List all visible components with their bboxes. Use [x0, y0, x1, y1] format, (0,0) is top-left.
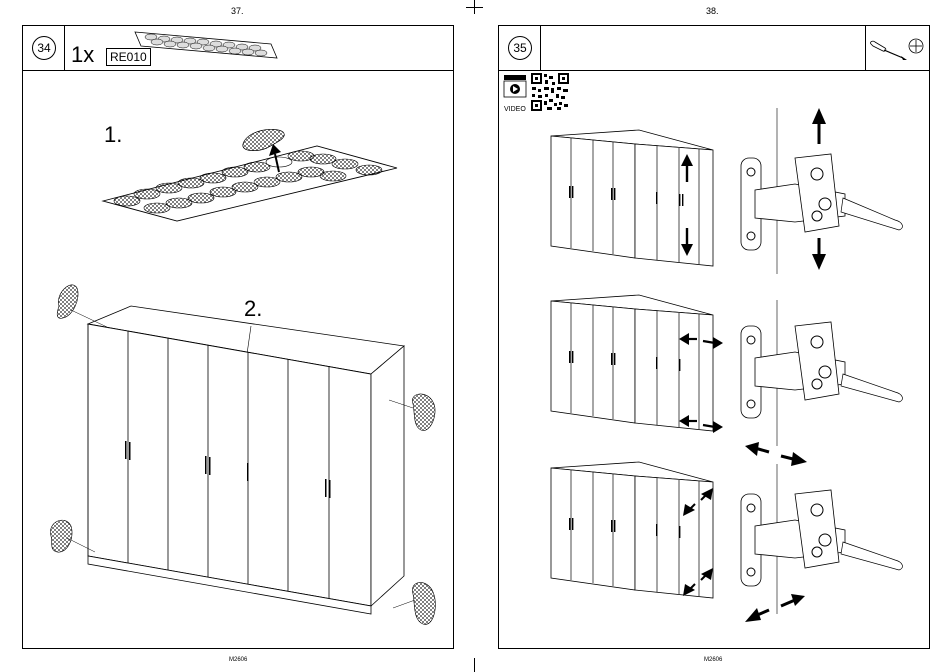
footer-code-right: M2606	[704, 657, 722, 663]
step-header: 34 1x RE010	[23, 26, 453, 71]
crop-mark-bottom	[474, 658, 475, 672]
part-quantity: 1x	[71, 42, 94, 68]
step-number: 34	[32, 36, 56, 60]
step-header: 35	[499, 26, 929, 71]
hinge-side-adjust-illustration	[735, 464, 915, 634]
video-label: VIDEO	[504, 106, 526, 113]
wardrobe-felt-pads-illustration	[41, 276, 451, 646]
felt-pad-strip-icon	[131, 28, 281, 64]
page-number-left: 37.	[231, 6, 244, 16]
hinge-vertical-adjust-illustration	[735, 98, 915, 278]
adjust-depth-wardrobe-illustration	[549, 291, 729, 441]
qr-code[interactable]	[530, 72, 570, 112]
felt-pad-sheet-illustration	[97, 126, 407, 226]
video-play-icon[interactable]	[503, 74, 527, 104]
tools-box	[865, 26, 929, 70]
instruction-page-right: 35 VIDEO	[498, 25, 930, 649]
header-divider	[540, 26, 541, 70]
header-divider	[64, 26, 65, 70]
phillips-head-icon	[908, 38, 924, 54]
adjust-side-wardrobe-illustration	[549, 458, 729, 608]
page-number-right: 38.	[706, 6, 719, 16]
footer-code-left: M2606	[229, 657, 247, 663]
step-number: 35	[508, 36, 532, 60]
screwdriver-icon	[869, 40, 909, 60]
crop-mark-top-h	[466, 7, 483, 8]
hinge-depth-adjust-illustration	[735, 296, 915, 466]
adjust-height-wardrobe-illustration	[549, 126, 719, 266]
instruction-page-left: 34 1x RE010 1. 2.	[22, 25, 454, 649]
